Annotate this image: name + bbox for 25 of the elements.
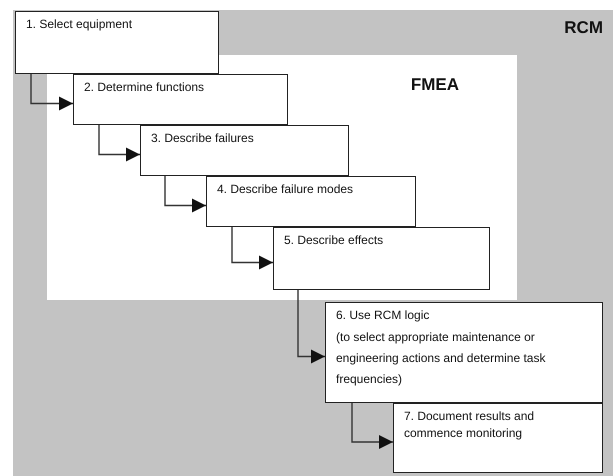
step-description: (to select appropriate maintenance or engineering actions and determine task frequencies) — [336, 329, 546, 388]
step-title: 1. Select equipment — [26, 16, 134, 33]
region-panel — [13, 10, 613, 476]
arrow — [231, 227, 273, 270]
step-title: 2. Determine functions — [84, 79, 206, 96]
step-box — [393, 403, 603, 473]
step-box — [15, 11, 219, 74]
step-box — [206, 176, 416, 227]
step-title: 7. Document results and commence monitoring — [404, 408, 536, 442]
arrow — [351, 403, 393, 449]
region-label: RCM — [564, 18, 603, 38]
step-title: 4. Describe failure modes — [217, 181, 354, 198]
arrow — [297, 290, 325, 364]
arrow — [164, 176, 206, 212]
region-panel — [47, 55, 517, 300]
step-title: 3. Describe failures — [151, 130, 255, 147]
arrow — [30, 74, 73, 110]
step-title: 6. Use RCM logic — [336, 307, 430, 324]
step-box — [273, 227, 490, 290]
region-label: FMEA — [410, 75, 459, 95]
arrow — [98, 125, 140, 162]
step-box — [140, 125, 349, 176]
step-title: 5. Describe effects — [284, 232, 384, 249]
step-box — [73, 74, 288, 125]
step-box — [325, 302, 603, 403]
